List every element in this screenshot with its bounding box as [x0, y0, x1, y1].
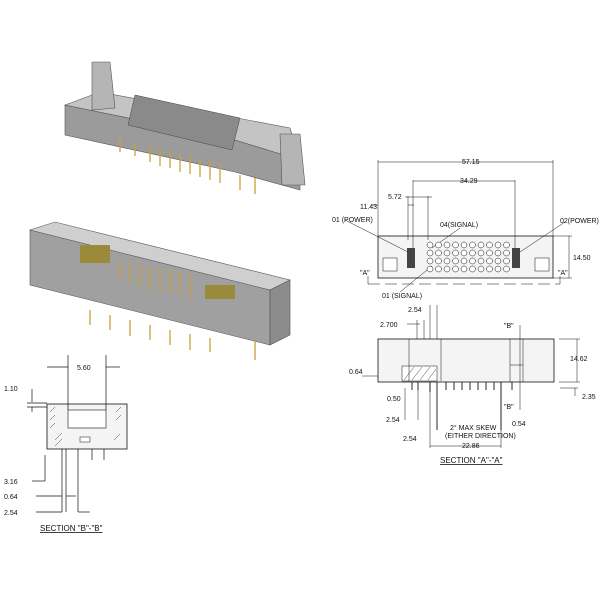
dim-pin-right: 0.54	[512, 421, 526, 428]
dim-top-pitch: 2.54	[408, 307, 422, 314]
section-mark-a-left: "A"	[360, 270, 370, 277]
signal-pin	[477, 249, 485, 257]
signal-pin	[426, 265, 434, 273]
section-a-labels: 2.54 2.700 "B" 14.62 0.64 2.35 0.50 "B" …	[349, 307, 596, 465]
signal-pin	[426, 249, 434, 257]
signal-pin	[494, 265, 502, 273]
signal-pin	[443, 249, 451, 257]
signal-pin	[503, 265, 510, 273]
signal-pin	[494, 241, 502, 249]
signal-pin	[469, 249, 476, 257]
section-a-view	[362, 305, 580, 448]
dim-pitch-a: 5.72	[388, 194, 402, 201]
dim-signal-span: 34.29	[460, 178, 478, 185]
signal-pin	[435, 265, 442, 273]
signal-pin	[486, 249, 493, 257]
section-mark-a-right: "A"	[558, 270, 568, 277]
callout-power-right: 02(POWER)	[560, 218, 599, 225]
dim-pin-width: 0.50	[387, 396, 401, 403]
section-b-view	[27, 355, 128, 513]
connector-render-bottom	[28, 221, 291, 360]
signal-pin	[443, 241, 451, 249]
signal-pin	[486, 265, 493, 273]
section-a-title: SECTION "A"-"A"	[440, 456, 503, 465]
signal-pin	[503, 257, 510, 265]
top-view	[344, 160, 572, 293]
dim-pitch-b: 2.54	[4, 510, 18, 517]
signal-pin	[460, 265, 468, 273]
signal-pin	[477, 241, 485, 249]
dim-depth-b: 3.16	[4, 479, 18, 486]
section-mark-b-bottom: "B"	[504, 404, 514, 411]
dim-standoff: 2.35	[582, 394, 596, 401]
skew-note: 2° MAX SKEW	[450, 424, 497, 432]
signal-pin	[494, 257, 502, 265]
dim-offset: 2.700	[380, 322, 398, 329]
dim-left-tab: 0.64	[349, 369, 363, 376]
dim-pin-b: 0.64	[4, 494, 18, 501]
signal-pin	[452, 241, 459, 249]
signal-pin	[503, 241, 510, 249]
dim-span: 22.86	[462, 443, 480, 450]
callout-power-left: 01 (POWER)	[332, 217, 373, 224]
dim-pitch-1: 2.54	[386, 417, 400, 424]
skew-note-direction: (EITHER DIRECTION)	[445, 433, 516, 440]
signal-pin	[469, 241, 476, 249]
signal-pin	[426, 241, 434, 249]
callout-signal-top: 04(SIGNAL)	[440, 222, 478, 229]
signal-pin	[477, 265, 485, 273]
dim-top-b: 1.10	[4, 386, 18, 393]
dim-pitch-2: 2.54	[403, 436, 417, 443]
signal-pin	[443, 265, 451, 273]
dim-height-a: 14.62	[570, 356, 588, 363]
signal-pin	[486, 241, 493, 249]
signal-pin	[469, 265, 476, 273]
signal-pin	[426, 257, 434, 265]
signal-pin	[477, 257, 485, 265]
signal-pin	[460, 249, 468, 257]
section-mark-b-top: "B"	[504, 323, 514, 330]
signal-pin	[435, 241, 442, 249]
connector-render-top	[63, 61, 306, 194]
signal-pin	[460, 257, 468, 265]
signal-pin	[435, 249, 442, 257]
dim-height: 14.50	[573, 255, 591, 262]
dim-width-b: 5.60	[77, 365, 91, 372]
section-b-title: SECTION "B"-"B"	[40, 524, 103, 533]
signal-pin	[443, 257, 451, 265]
top-view-labels: 57.15 34.29 5.72 11.43 01 (POWER) 04(SIG…	[332, 159, 599, 300]
dim-overall: 57.15	[462, 159, 480, 166]
dim-pitch-b: 11.43	[360, 204, 377, 211]
signal-pin	[469, 257, 476, 265]
signal-pin	[452, 249, 459, 257]
signal-pin	[452, 257, 459, 265]
signal-pin	[486, 257, 493, 265]
signal-pin	[494, 249, 502, 257]
signal-pin	[452, 265, 459, 273]
section-b-labels: 5.60 1.10 3.16 0.64 2.54 SECTION "B"-"B"	[4, 365, 103, 533]
signal-pin	[435, 257, 442, 265]
signal-pin	[503, 249, 510, 257]
signal-pin	[460, 241, 468, 249]
callout-signal-bottom: 01 (SIGNAL)	[382, 293, 422, 300]
